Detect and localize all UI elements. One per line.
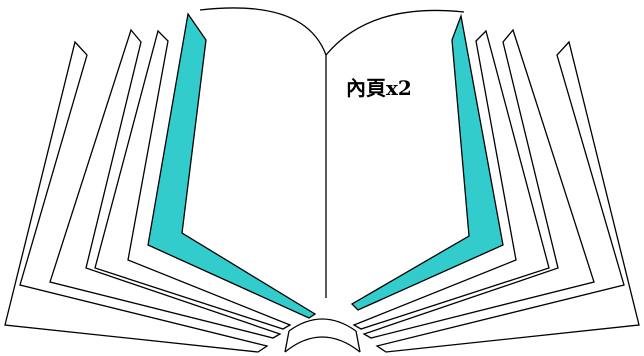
right-page-highlight: [350, 13, 504, 311]
spine-arc-right-end: [355, 330, 361, 353]
spine-arc-inner: [284, 336, 361, 353]
left-page-outer: [4, 40, 269, 353]
page-label: 內頁x2: [346, 76, 412, 100]
right-page-2: [352, 29, 550, 330]
center-left-page-arc: [199, 7, 327, 56]
right-page-3: [362, 28, 595, 339]
left-page-3: [49, 28, 282, 339]
right-page-outer: [375, 40, 640, 353]
left-page-2: [94, 29, 292, 330]
spine-arc-left-end: [284, 330, 290, 353]
left-page-highlight: [147, 12, 317, 319]
spine-arc-outer: [288, 318, 357, 332]
center-right-page-arc: [325, 9, 465, 56]
